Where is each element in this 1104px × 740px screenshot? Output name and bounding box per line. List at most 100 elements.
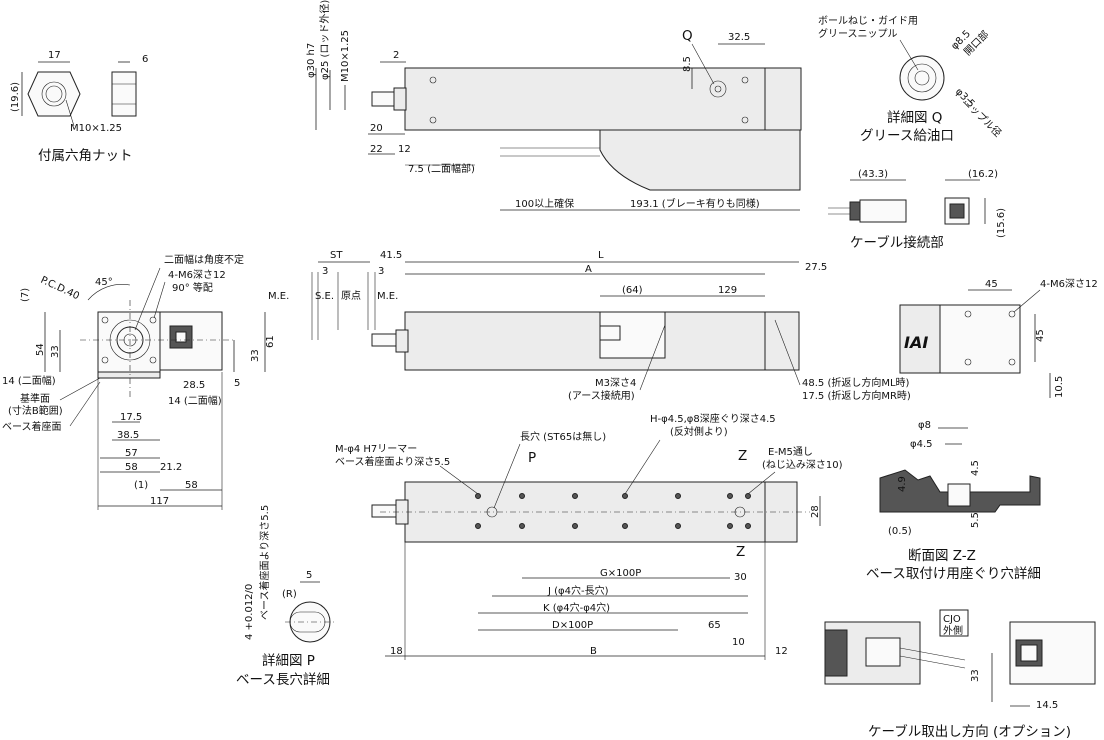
conn-15: (15.6) xyxy=(996,208,1007,238)
dim-G: G×100P xyxy=(600,568,641,579)
opt-33: 33 xyxy=(970,669,981,682)
cable-option-caption: ケーブル取出し方向 (オプション) xyxy=(868,723,1071,740)
cjo: CJO xyxy=(943,614,961,625)
brand-logo: IAI xyxy=(904,333,928,352)
mount-10-5: 10.5 xyxy=(1054,376,1065,398)
rod-outer: φ25 (ロッド外径) xyxy=(318,0,331,80)
dim-30: 30 xyxy=(734,572,747,583)
nut-height: (19.6) xyxy=(10,82,21,112)
flat-14b: 14 (二面幅) xyxy=(168,394,222,407)
detail-p-caption-2: ベース長穴詳細 xyxy=(236,672,330,688)
dim-54: 54 xyxy=(35,343,46,356)
bottom-view: M-φ4 H7リーマー ベース着座面より深さ5.5 長穴 (ST65は無し) P… xyxy=(335,412,843,660)
dim-33a: 33 xyxy=(50,345,61,358)
dim-A: A xyxy=(585,264,592,275)
zz-45v: 4.5 xyxy=(970,460,981,476)
dim-J: J (φ4穴-長穴) xyxy=(547,584,609,597)
slot: 長穴 (ST65は無し) xyxy=(520,430,606,443)
nut-thread: M10×1.25 xyxy=(70,123,122,134)
dim-st: ST xyxy=(330,250,343,261)
dim-57: 57 xyxy=(125,448,138,459)
detail-q-caption-1: 詳細図 Q xyxy=(887,110,942,126)
dim-B: B xyxy=(590,646,597,657)
zz-caption-1: 断面図 Z-Z xyxy=(908,548,976,564)
q-marker: Q xyxy=(682,28,693,44)
dim-3b: 3 xyxy=(378,266,384,277)
dim-L: L xyxy=(598,250,604,261)
dim-5: 5 xyxy=(234,378,240,389)
me-1: M.E. xyxy=(268,291,289,302)
dim-7-5: 7.5 (二面幅部) xyxy=(408,162,475,175)
dim-12: 12 xyxy=(398,144,411,155)
dim-117: 117 xyxy=(150,496,169,507)
dim-18: 18 xyxy=(390,646,403,657)
front-view: P.C.D.40 45° (7) 二面幅は角度不定 4-M6深さ12 90° 等… xyxy=(2,253,276,510)
e-holes: E-M5通し xyxy=(768,446,813,458)
p-tol: 4 +0.012/0 xyxy=(244,584,255,640)
dim-12b: 12 xyxy=(775,646,788,657)
dim-K: K (φ4穴-φ4穴) xyxy=(543,601,610,614)
flat-note: 二面幅は角度不定 xyxy=(164,253,244,266)
dim-64: (64) xyxy=(622,285,643,296)
detail-q-caption-2: グリース給油口 xyxy=(860,128,954,144)
nut-caption: 付属六角ナット xyxy=(38,148,133,164)
mount-45v: 45 xyxy=(1035,329,1046,342)
pcd: P.C.D.40 xyxy=(39,275,81,302)
dim-22: 22 xyxy=(370,144,383,155)
mount-m6: 4-M6深さ12 xyxy=(1040,278,1098,290)
e-note: (ねじ込み深さ10) xyxy=(762,459,843,471)
dim-17-5: 17.5 xyxy=(120,412,142,423)
opt-14-5: 14.5 xyxy=(1036,700,1058,711)
base-holes xyxy=(475,493,751,529)
rod-thread: M10×1.25 xyxy=(340,30,351,82)
ref-face: 基準面 xyxy=(20,392,50,405)
cable-secure: 100以上確保 xyxy=(515,197,574,210)
dim-1: (1) xyxy=(134,480,148,491)
detail-p-caption-1: 詳細図 P xyxy=(262,653,315,669)
hex-nut-view: 17 6 (19.6) M10×1.25 付属六角ナット xyxy=(10,50,148,164)
dim-10: 10 xyxy=(732,637,745,648)
dowel-note: ベース着座面より深さ5.5 xyxy=(335,455,450,468)
dim-32-5: 32.5 xyxy=(728,32,750,43)
dim-21-2: 21.2 xyxy=(160,462,182,473)
p-r: (R) xyxy=(282,589,297,600)
dowel: M-φ4 H7リーマー xyxy=(335,444,417,455)
dim-65: 65 xyxy=(708,620,721,631)
flat-14: 14 (二面幅) xyxy=(2,374,56,387)
nut-thickness: 6 xyxy=(142,54,148,65)
dim-2: 2 xyxy=(393,50,399,61)
brake-dim: 193.1 (ブレーキ有りも同様) xyxy=(630,197,760,210)
me-2: M.E. xyxy=(377,291,398,302)
cable-conn-caption: ケーブル接続部 xyxy=(850,234,944,251)
dim-3a: 3 xyxy=(322,266,328,277)
q-note-2: グリースニップル xyxy=(818,27,898,40)
se: S.E. xyxy=(315,291,334,302)
dim-33b: 33 xyxy=(250,349,261,362)
pitch-90: 90° 等配 xyxy=(172,281,213,294)
h-holes: H-φ4.5,φ8深座ぐり深さ4.5 xyxy=(650,412,776,425)
zz-caption-2: ベース取付け用座ぐり穴詳細 xyxy=(866,566,1041,582)
dim-28: 28 xyxy=(810,505,821,518)
ref-scope: (寸法B範囲) xyxy=(8,404,63,417)
zz-d45: φ4.5 xyxy=(910,439,933,450)
dim-27-5: 27.5 xyxy=(805,262,827,273)
main-side-view: ST 41.5 L 3 3 M.E. S.E. 原点 M.E. A 27.5 (… xyxy=(268,250,911,402)
base-face: ベース着座面 xyxy=(2,420,62,433)
zz-55: 5.5 xyxy=(970,512,981,528)
zz-05: (0.5) xyxy=(888,526,912,537)
dim-41-5: 41.5 xyxy=(380,250,402,261)
zz-d8: φ8 xyxy=(918,420,931,431)
q-d35-note: ニップル径 xyxy=(960,95,1005,140)
h-note: (反対側より) xyxy=(670,425,728,438)
cable-option-view: CJO 外側 33 14.5 ケーブル取出し方向 (オプション) xyxy=(824,609,1096,740)
dim-7: (7) xyxy=(20,288,31,302)
p-tol-note: ベース着座面より深さ5.5 xyxy=(258,505,271,620)
top-side-view: φ30 h7 φ25 (ロッド外径) M10×1.25 2 20 22 12 7… xyxy=(306,0,802,211)
origin: 原点 xyxy=(341,290,361,302)
angle-45: 45° xyxy=(95,277,113,288)
rod-dia: φ30 h7 xyxy=(306,43,317,78)
conn-16: (16.2) xyxy=(968,169,998,180)
m3: M3深さ4 xyxy=(595,377,636,389)
dim-28-5: 28.5 xyxy=(183,380,205,391)
